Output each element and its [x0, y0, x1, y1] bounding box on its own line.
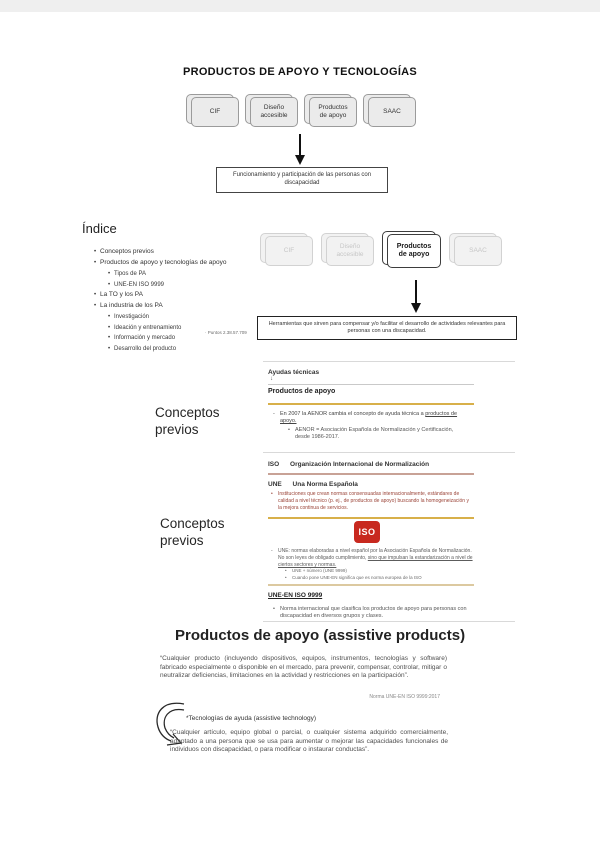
- gold-divider: [268, 517, 474, 519]
- concept-box-productos-de-apoyo-active: Productos de apoyo: [382, 231, 441, 268]
- scan-edge: [0, 0, 600, 12]
- index-item: Información y mercado: [108, 335, 285, 341]
- iso-heading-label: ISO: [268, 461, 280, 468]
- slide4-sub-item: Cuando pone UNE-EN significa que es norm…: [285, 575, 467, 580]
- slide1-result-text: Funcionamiento y participación de las pe…: [232, 172, 372, 186]
- section-divider: [263, 452, 515, 453]
- section-divider: [263, 361, 515, 362]
- slide4-paragraph-2-underlined: sino que impulsan la estandarización a n…: [278, 555, 473, 568]
- slide4-paragraph-2-text: UNE: normas elaboradas a nivel español p…: [278, 548, 472, 561]
- iso-heading-text: Organización Internacional de Normalizac…: [290, 461, 430, 468]
- index-title: Índice: [82, 221, 117, 236]
- arrow-down-icon: [295, 134, 305, 165]
- iso-logo-badge: ISO: [354, 521, 380, 543]
- quote-source: Norma UNE-EN ISO 9999:2017: [369, 694, 440, 700]
- concept-box-diseno-accesible: Diseño accesible: [245, 94, 298, 127]
- slide4-side-label: Conceptos previos: [160, 516, 225, 549]
- slide1-title: PRODUCTOS DE APOYO Y TECNOLOGÍAS: [182, 66, 418, 78]
- une-heading-text: Una Norma Española: [292, 481, 358, 488]
- definitions-heading: Productos de apoyo (assistive products): [175, 627, 466, 644]
- index-item: Productos de apoyo y tecnologías de apoy…: [94, 259, 285, 267]
- concept-box-saac-faded: SAAC: [449, 233, 502, 266]
- index-item: Desarrollo del producto: [108, 346, 285, 352]
- slide3-bullet-underlined: productos de apoyo.: [280, 411, 458, 425]
- slide2-caption-box: Herramientas que sirven para compensar y…: [257, 316, 517, 340]
- slide1-result-box: Funcionamiento y participación de las pe…: [216, 167, 388, 193]
- index-item: Ideación y entrenamiento: [108, 325, 285, 331]
- arrow-down-glyph: ↓: [270, 376, 273, 382]
- arrow-down-icon: [411, 280, 421, 313]
- une-heading: UNE Una Norma Española: [268, 481, 358, 488]
- term-productos-de-apoyo: Productos de apoyo: [268, 388, 336, 395]
- iso-heading: ISO Organización Internacional de Normal…: [268, 461, 429, 468]
- norm-heading: UNE-EN ISO 9999: [268, 592, 323, 599]
- slide3-bullet: En 2007 la AENOR cambia el concepto de a…: [273, 411, 470, 425]
- slide4-paragraph-1: Instituciones que crean normas consensua…: [271, 491, 474, 512]
- index-item: Tipos de PA: [108, 271, 285, 277]
- concept-box-productos-de-apoyo: Productos de apoyo: [304, 94, 357, 127]
- concept-box-saac: SAAC: [363, 94, 416, 127]
- index-item: Conceptos previos: [94, 248, 285, 256]
- divider: [268, 384, 474, 385]
- index-list: Conceptos previos Productos de apoyo y t…: [90, 248, 285, 356]
- slide2-caption-text: Herramientas que sirven para compensar y…: [268, 320, 506, 334]
- index-item: La TO y los PA: [94, 291, 285, 299]
- quote-tecnologias-de-ayuda: “Cualquier artículo, equipo global o par…: [170, 729, 448, 754]
- slide4-paragraph-2: UNE: normas elaboradas a nivel español p…: [271, 548, 474, 569]
- slide4-sub-item: UNE + número (UNE 9999): [285, 568, 467, 573]
- quote-productos-de-apoyo: “Cualquier producto (incluyendo disposit…: [160, 655, 447, 680]
- index-item: Investigación: [108, 314, 285, 320]
- concept-box-diseno-accesible-faded: Diseño accesible: [321, 233, 374, 266]
- concept-box-cif-faded: CIF: [260, 233, 313, 266]
- norm-bullet: Norma internacional que clasifica los pr…: [273, 606, 470, 621]
- tan-divider: [268, 584, 474, 586]
- index-item: UNE-EN ISO 9999: [108, 282, 285, 288]
- une-heading-label: UNE: [268, 481, 282, 488]
- term-ayudas-tecnicas: Ayudas técnicas: [268, 369, 320, 376]
- rose-divider: [268, 473, 474, 475]
- curved-arrow-icon: [156, 702, 185, 746]
- definitions-subheading: *Tecnologías de ayuda (assistive technol…: [186, 715, 317, 722]
- slide1-concept-boxes: CIF Diseño accesible Productos de apoyo …: [186, 94, 416, 127]
- index-note: · Puntos 2.38.57.709: [205, 330, 247, 335]
- section-divider: [263, 621, 515, 622]
- slide3-bullet-text: En 2007 la AENOR cambia el concepto de a…: [280, 411, 426, 417]
- gold-divider: [268, 403, 474, 405]
- index-item: La industria de los PA: [94, 302, 285, 310]
- concept-box-cif: CIF: [186, 94, 239, 127]
- slide3-sub-bullet: AENOR = Asociación Española de Normaliza…: [288, 427, 460, 441]
- slide2-concept-boxes: CIF Diseño accesible Productos de apoyo …: [260, 231, 502, 268]
- slide3-side-label: Conceptos previos: [155, 405, 220, 438]
